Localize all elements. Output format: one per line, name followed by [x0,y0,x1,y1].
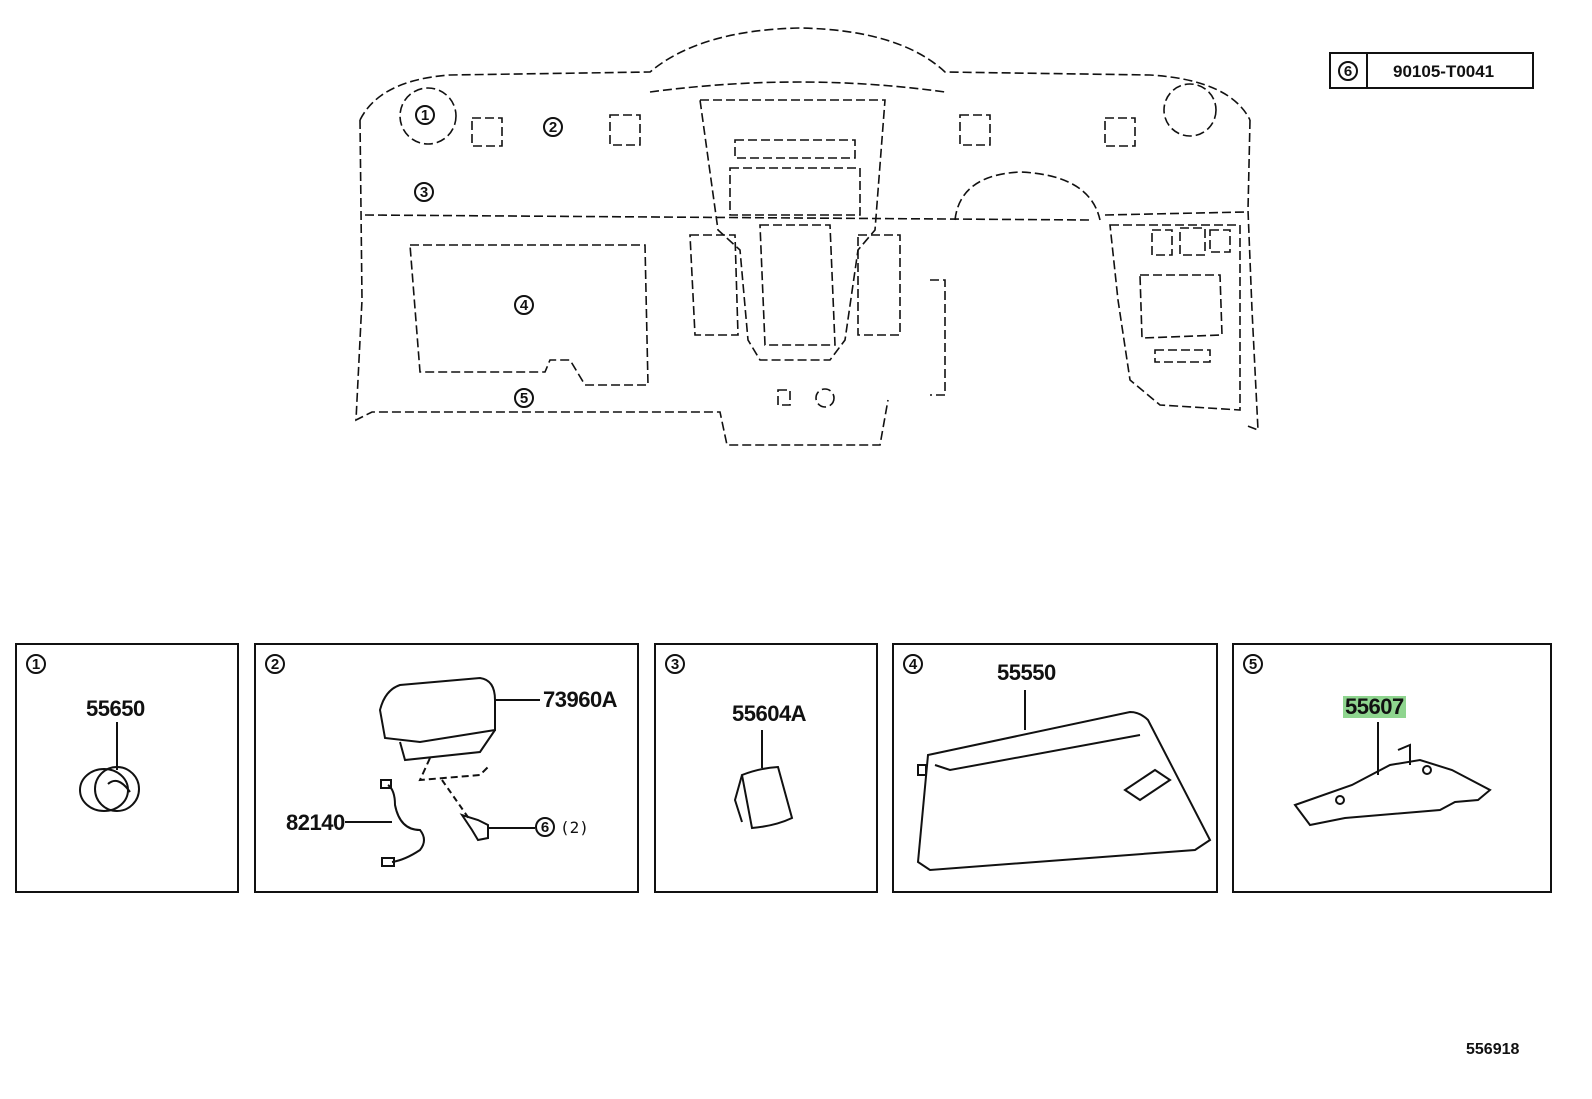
detail-panel-2: 2 [254,643,639,893]
highlighted-part-number-label[interactable]: 55607 [1343,694,1406,719]
part-number-label[interactable]: 55650 [86,696,145,721]
part-number-label[interactable]: 55604A [732,701,807,726]
panel-callout: 2 [265,654,285,674]
overview-callout-1[interactable]: 1 [415,105,435,125]
detail-panel-4: 4 [892,643,1218,893]
part-73960a-sketch [345,676,540,867]
legend-part-number: 90105-T0041 [1393,62,1495,81]
panel-callout: 1 [26,654,46,674]
part-55550-sketch [916,690,1212,872]
overview-callout-5[interactable]: 5 [514,388,534,408]
fastener-legend: 6 90105-T0041 [1329,52,1534,89]
detail-panel-5: 5 [1232,643,1552,893]
legend-callout: 6 [1338,61,1358,81]
part-number-label[interactable]: 82140 [286,810,345,835]
panel-callout: 3 [665,654,685,674]
detail-panel-3: 3 [654,643,878,893]
part-55604a-sketch [733,730,794,830]
part-55650-sketch [79,722,140,812]
detail-panel-1: 1 [15,643,239,893]
part-55607-sketch [1293,722,1492,827]
panel-callout: 5 [1243,654,1263,674]
overview-callout-4[interactable]: 4 [514,295,534,315]
part-number-label[interactable]: 73960A [543,687,618,712]
panel-callout: 4 [903,654,923,674]
legend-divider [1366,54,1368,87]
overview-callout-2[interactable]: 2 [543,117,563,137]
dashboard-overview [355,27,1259,446]
diagram-id: 556918 [1466,1041,1520,1058]
part-number-label[interactable]: 55550 [997,660,1056,685]
fastener-ref-callout[interactable]: 6 [535,817,555,837]
quantity-label: (2) [560,818,589,837]
overview-callout-3[interactable]: 3 [414,182,434,202]
